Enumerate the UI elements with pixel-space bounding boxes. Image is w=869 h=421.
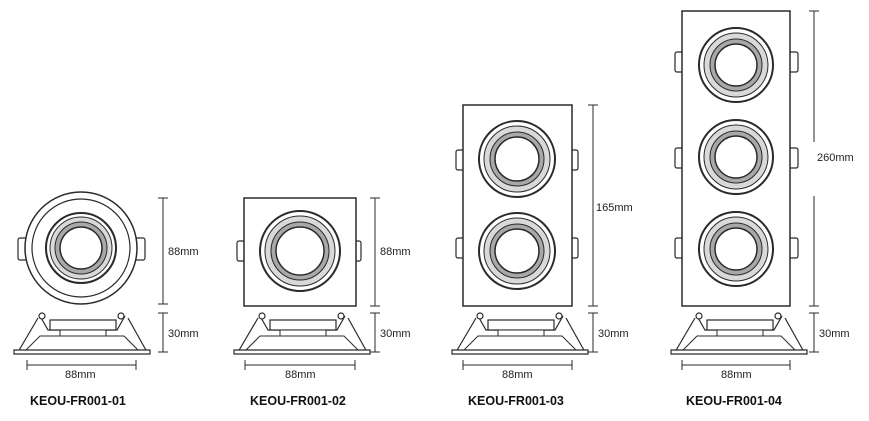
model-name: KEOU-FR001-01 — [30, 394, 126, 408]
depth-label: 30mm — [380, 328, 411, 340]
lamp-ring-top — [698, 27, 774, 103]
width-dimension-line — [681, 360, 791, 370]
model-name: KEOU-FR001-02 — [250, 394, 346, 408]
depth-dimension-line — [158, 312, 168, 353]
top-view-triple — [674, 10, 799, 307]
side-view — [233, 312, 371, 355]
product-keou-fr001-04: 260mm 30mm 88mm KEOU-FR001-04 — [670, 10, 854, 408]
lamp-ring — [45, 212, 117, 284]
width-dimension-line — [26, 360, 137, 370]
height-label: 165mm — [596, 202, 633, 214]
height-label: 88mm — [168, 246, 199, 258]
depth-label: 30mm — [168, 328, 199, 340]
width-dimension-line — [244, 360, 356, 370]
model-name: KEOU-FR001-03 — [468, 394, 564, 408]
width-label: 88mm — [285, 369, 316, 381]
product-keou-fr001-01: 88mm 30mm 88mm KEOU-FR001-01 — [13, 191, 199, 408]
height-dimension-line — [809, 10, 819, 307]
height-label: 88mm — [380, 246, 411, 258]
width-label: 88mm — [721, 369, 752, 381]
product-keou-fr001-03: 165mm 30mm 88mm KEOU-FR001-03 — [451, 104, 633, 408]
width-label: 88mm — [65, 369, 96, 381]
depth-label: 30mm — [819, 328, 850, 340]
lamp-ring-middle — [698, 119, 774, 195]
depth-dimension-line — [809, 312, 819, 353]
product-keou-fr001-02: 88mm 30mm 88mm KEOU-FR001-02 — [233, 197, 411, 408]
model-name: KEOU-FR001-04 — [686, 394, 782, 408]
side-view — [13, 312, 151, 355]
lamp-ring-top — [478, 120, 556, 198]
top-view-round — [17, 191, 146, 305]
height-dimension-line — [370, 197, 380, 307]
side-view — [670, 312, 808, 355]
depth-dimension-line — [370, 312, 380, 353]
side-view — [451, 312, 589, 355]
height-dimension-line — [158, 197, 168, 305]
width-label: 88mm — [502, 369, 533, 381]
width-dimension-line — [462, 360, 573, 370]
depth-dimension-line — [588, 312, 598, 353]
lamp-ring-bottom — [698, 211, 774, 287]
depth-label: 30mm — [598, 328, 629, 340]
height-dimension-line — [588, 104, 598, 307]
top-view-square — [236, 197, 362, 307]
height-label: 260mm — [817, 152, 854, 164]
lamp-ring — [259, 210, 341, 292]
lamp-ring-bottom — [478, 212, 556, 290]
top-view-double — [455, 104, 579, 307]
